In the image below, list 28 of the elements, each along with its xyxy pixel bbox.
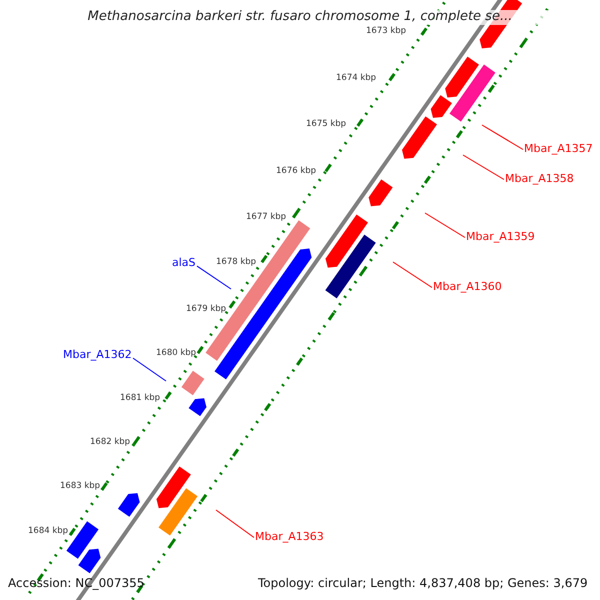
tick-label: 1681 kbp — [120, 394, 160, 404]
gene-label: Mbar_A1358 — [505, 173, 574, 186]
leader-line — [482, 124, 524, 150]
tick-label: 1675 kbp — [306, 120, 346, 130]
tick-label: 1679 kbp — [186, 305, 226, 315]
leader-line — [216, 510, 254, 538]
genome-summary-text: Topology: circular; Length: 4,837,408 bp; Genes: 3,679 — [258, 577, 588, 591]
leader-line — [462, 154, 504, 180]
tick-label: 1678 kbp — [216, 258, 256, 268]
tick-label: 1676 kbp — [276, 167, 316, 177]
gene-label: Mbar_A1360 — [433, 281, 502, 294]
gene-label: Mbar_A1357 — [524, 143, 593, 156]
tick-label: 1674 kbp — [336, 74, 376, 84]
leader-line — [196, 266, 232, 290]
accession-text: Accession: NC_007355 — [8, 577, 144, 591]
gene-label: Mbar_A1362 — [63, 349, 132, 362]
gene-label: Mbar_A1359 — [466, 231, 535, 244]
gene-label: Mbar_A1363 — [255, 531, 324, 544]
tick-label: 1673 kbp — [366, 27, 406, 37]
tick-label: 1682 kbp — [90, 438, 130, 448]
leader-line — [392, 262, 432, 288]
gene-label: alaS — [172, 257, 196, 270]
tick-label: 1684 kbp — [28, 527, 68, 537]
tick-label: 1680 kbp — [156, 349, 196, 359]
tick-label: 1683 kbp — [60, 482, 100, 492]
leader-line — [132, 358, 166, 382]
leader-line — [424, 212, 466, 238]
tick-label: 1677 kbp — [246, 213, 286, 223]
